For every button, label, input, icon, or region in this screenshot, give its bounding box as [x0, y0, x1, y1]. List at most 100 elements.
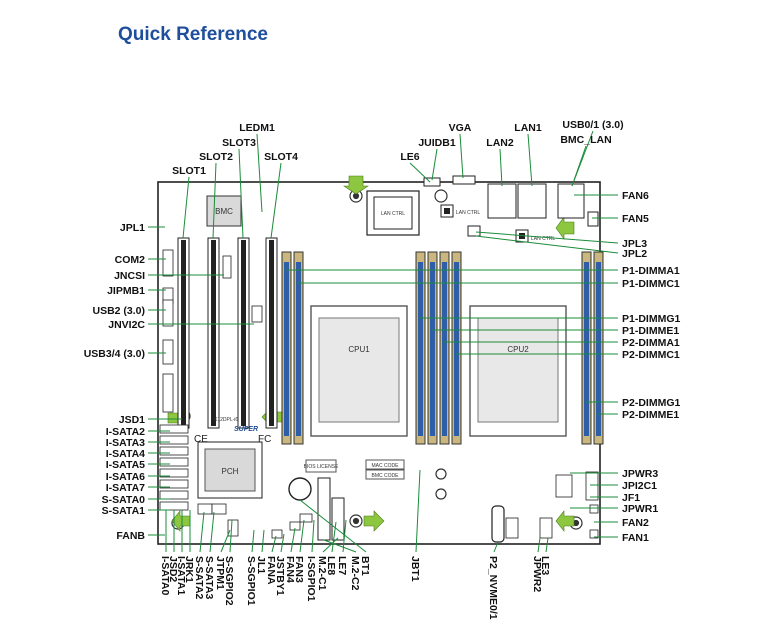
label-jl1: JL1 — [255, 556, 267, 574]
lan-ctrl-label-2: LAN CTRL — [456, 210, 480, 216]
label-jf1: JF1 — [622, 492, 640, 504]
leader-lines — [148, 130, 619, 553]
label-le6: LE6 — [400, 151, 419, 163]
m2-c2-slot — [317, 477, 331, 541]
label-fanb: FANB — [116, 530, 145, 542]
label-i-sata6: I-SATA6 — [106, 471, 145, 483]
label-usb0-1-3-0: USB0/1 (3.0) — [562, 119, 623, 131]
cpu1-label: CPU1 — [348, 345, 370, 354]
label-p2-dimme1: P2-DIMME1 — [622, 409, 679, 421]
label-p2-dimmg1: P2-DIMMG1 — [622, 397, 681, 409]
cert-fc: FC — [258, 434, 271, 445]
label-m-2-c2: M.2-C2 — [349, 556, 361, 591]
bios-license-box — [305, 459, 337, 473]
label-slot2: SLOT2 — [199, 151, 233, 163]
top-connectors — [423, 175, 599, 237]
label-jbt1: JBT1 — [409, 556, 421, 582]
label-s-sgpio2: S-SGPIO2 — [223, 556, 235, 606]
page-title: Quick Reference — [118, 24, 268, 45]
bmc-code-box — [365, 469, 405, 480]
battery — [288, 477, 312, 501]
label-bmc-lan: BMC_LAN — [560, 134, 611, 146]
label-p1-dimme1: P1-DIMME1 — [622, 325, 679, 337]
pcie-slots — [177, 237, 278, 429]
label-jsd2: JSD2 — [167, 556, 179, 582]
lan-ctrl-label-1: LAN CTRL — [381, 211, 405, 217]
label-jtpm1: JTPM1 — [214, 556, 226, 590]
label-s-sata1: S-SATA1 — [102, 505, 146, 517]
label-slot1: SLOT1 — [172, 165, 206, 177]
label-vga: VGA — [449, 122, 472, 134]
bmc-chip — [206, 195, 242, 227]
label-juidb1: JUIDB1 — [418, 137, 456, 149]
bottom-headers — [197, 503, 313, 539]
label-p2-nvme0-1: P2_NVME0/1 — [487, 556, 499, 620]
label-s-sata3: S-SATA3 — [203, 556, 215, 600]
model-label: X12DPL-i6 — [214, 417, 238, 423]
label-i-sata4: I-SATA4 — [106, 448, 145, 460]
label-fan2: FAN2 — [622, 517, 649, 529]
label-le7: LE7 — [336, 556, 348, 575]
label-s-sata2: S-SATA2 — [193, 556, 205, 600]
svg-text:BMC CODE: BMC CODE — [372, 473, 400, 479]
label-fana: FANA — [265, 556, 277, 585]
right-headers — [505, 471, 599, 539]
label-jpl3: JPL3 — [622, 238, 647, 250]
label-jsd1: JSD1 — [119, 414, 145, 426]
label-usb2-3-0: USB2 (3.0) — [92, 305, 145, 317]
label-jrk1: JRK1 — [183, 556, 195, 583]
label-s-sata0: S-SATA0 — [102, 494, 146, 506]
label-fan6: FAN6 — [622, 190, 649, 202]
label-m-2-c1: M.2-C1 — [316, 556, 328, 591]
label-jstby1: JSTBY1 — [274, 556, 286, 596]
label-ledm1: LEDM1 — [239, 122, 275, 134]
label-slot4: SLOT4 — [264, 151, 298, 163]
bmc-label: BMC — [215, 207, 233, 216]
label-lan1: LAN1 — [514, 122, 542, 134]
cpu2-label: CPU2 — [507, 345, 529, 354]
label-lan2: LAN2 — [486, 137, 514, 149]
label-jpl1: JPL1 — [120, 222, 145, 234]
nvme-connector — [491, 505, 505, 543]
label-s-sgpio1: S-SGPIO1 — [245, 556, 257, 606]
label-le8: LE8 — [325, 556, 337, 575]
cert-ce: CE — [194, 434, 208, 445]
label-bt1: BT1 — [359, 556, 371, 576]
label-jncsi: JNCSI — [114, 270, 145, 282]
label-jpwr2: JPWR2 — [531, 556, 543, 592]
label-p2-dimmc1: P2-DIMMC1 — [622, 349, 680, 361]
lan-ctrl-label-3: LAN CTRL — [531, 236, 555, 242]
mac-code-box — [365, 459, 405, 470]
label-jipmb1: JIPMB1 — [107, 285, 145, 297]
label-fan4: FAN4 — [284, 556, 296, 583]
label-p1-dimmg1: P1-DIMMG1 — [622, 313, 681, 325]
left-headers — [162, 249, 263, 413]
label-jpwr3: JPWR3 — [622, 468, 658, 480]
label-i-sata7: I-SATA7 — [106, 482, 145, 494]
label-jpl2: JPL2 — [622, 248, 647, 260]
label-jpwr1: JPWR1 — [622, 503, 658, 515]
svg-text:MAC CODE: MAC CODE — [372, 463, 400, 469]
label-i-sata3: I-SATA3 — [106, 437, 145, 449]
label-jnvi2c: JNVI2C — [108, 319, 145, 331]
label-i-sgpio1: I-SGPIO1 — [305, 556, 317, 602]
label-fan5: FAN5 — [622, 213, 649, 225]
label-fan1: FAN1 — [622, 532, 649, 544]
label-fan3: FAN3 — [293, 556, 305, 583]
label-usb3-4-3-0: USB3/4 (3.0) — [84, 348, 145, 360]
label-p1-dimma1: P1-DIMMA1 — [622, 265, 680, 277]
label-slot3: SLOT3 — [222, 137, 256, 149]
pch-label: PCH — [222, 467, 239, 476]
label-le3: LE3 — [539, 556, 551, 575]
svg-text:BIOS LICENSE: BIOS LICENSE — [304, 464, 339, 470]
brand-label: SUPER — [234, 426, 258, 433]
label-i-sata5: I-SATA5 — [106, 459, 145, 471]
label-i-sata2: I-SATA2 — [106, 426, 145, 438]
label-p2-dimma1: P2-DIMMA1 — [622, 337, 680, 349]
label-i-sata1: I-SATA1 — [175, 556, 187, 595]
dimm-slots — [281, 251, 604, 445]
label-jpi2c1: JPI2C1 — [622, 480, 657, 492]
label-p1-dimmc1: P1-DIMMC1 — [622, 278, 680, 290]
